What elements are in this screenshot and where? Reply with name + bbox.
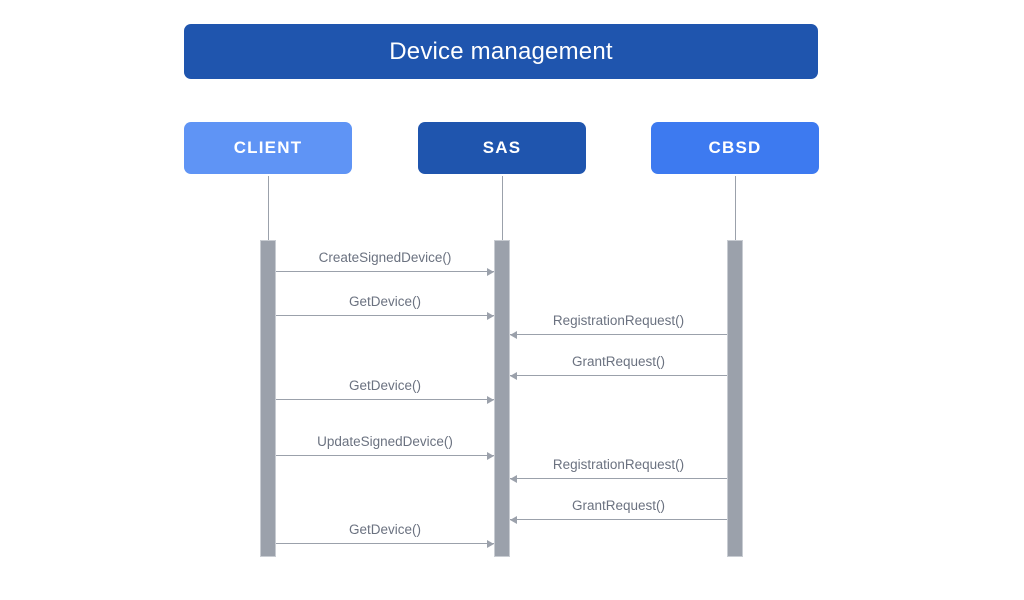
message-line [276, 399, 494, 400]
diagram-title-banner: Device management [184, 24, 818, 79]
message-arrowhead [510, 371, 517, 380]
message-arrowhead [510, 515, 517, 524]
message-line [510, 478, 727, 479]
message-label: CreateSignedDevice() [318, 250, 452, 265]
message-label: GetDevice() [348, 294, 421, 309]
message-label: RegistrationRequest() [552, 457, 685, 472]
message-line [276, 315, 494, 316]
message-line [276, 543, 494, 544]
message-arrowhead [487, 267, 494, 276]
participant-box-sas[interactable]: SAS [418, 122, 586, 174]
participant-box-client[interactable]: CLIENT [184, 122, 352, 174]
message-line [510, 519, 727, 520]
message-arrowhead [510, 474, 517, 483]
message-label: GetDevice() [348, 522, 421, 537]
message-arrowhead [487, 311, 494, 320]
message-line [276, 455, 494, 456]
lifeline-sas [502, 176, 503, 241]
message-line [510, 375, 727, 376]
activation-bar-cbsd [727, 240, 743, 557]
participant-label-sas: SAS [482, 138, 522, 157]
message-arrowhead [487, 539, 494, 548]
message-label: GrantRequest() [571, 354, 666, 369]
message-arrowhead [510, 330, 517, 339]
diagram-title-text: Device management [389, 37, 613, 65]
participant-label-client: CLIENT [233, 138, 303, 157]
message-label: GrantRequest() [571, 498, 666, 513]
lifeline-cbsd [735, 176, 736, 241]
lifeline-client [268, 176, 269, 241]
message-label: RegistrationRequest() [552, 313, 685, 328]
activation-bar-sas [494, 240, 510, 557]
participant-box-cbsd[interactable]: CBSD [651, 122, 819, 174]
participant-label-cbsd: CBSD [708, 138, 762, 157]
message-label: UpdateSignedDevice() [317, 434, 453, 449]
message-arrowhead [487, 451, 494, 460]
message-line [276, 271, 494, 272]
message-label: GetDevice() [348, 378, 421, 393]
message-line [510, 334, 727, 335]
activation-bar-client [260, 240, 276, 557]
message-arrowhead [487, 395, 494, 404]
